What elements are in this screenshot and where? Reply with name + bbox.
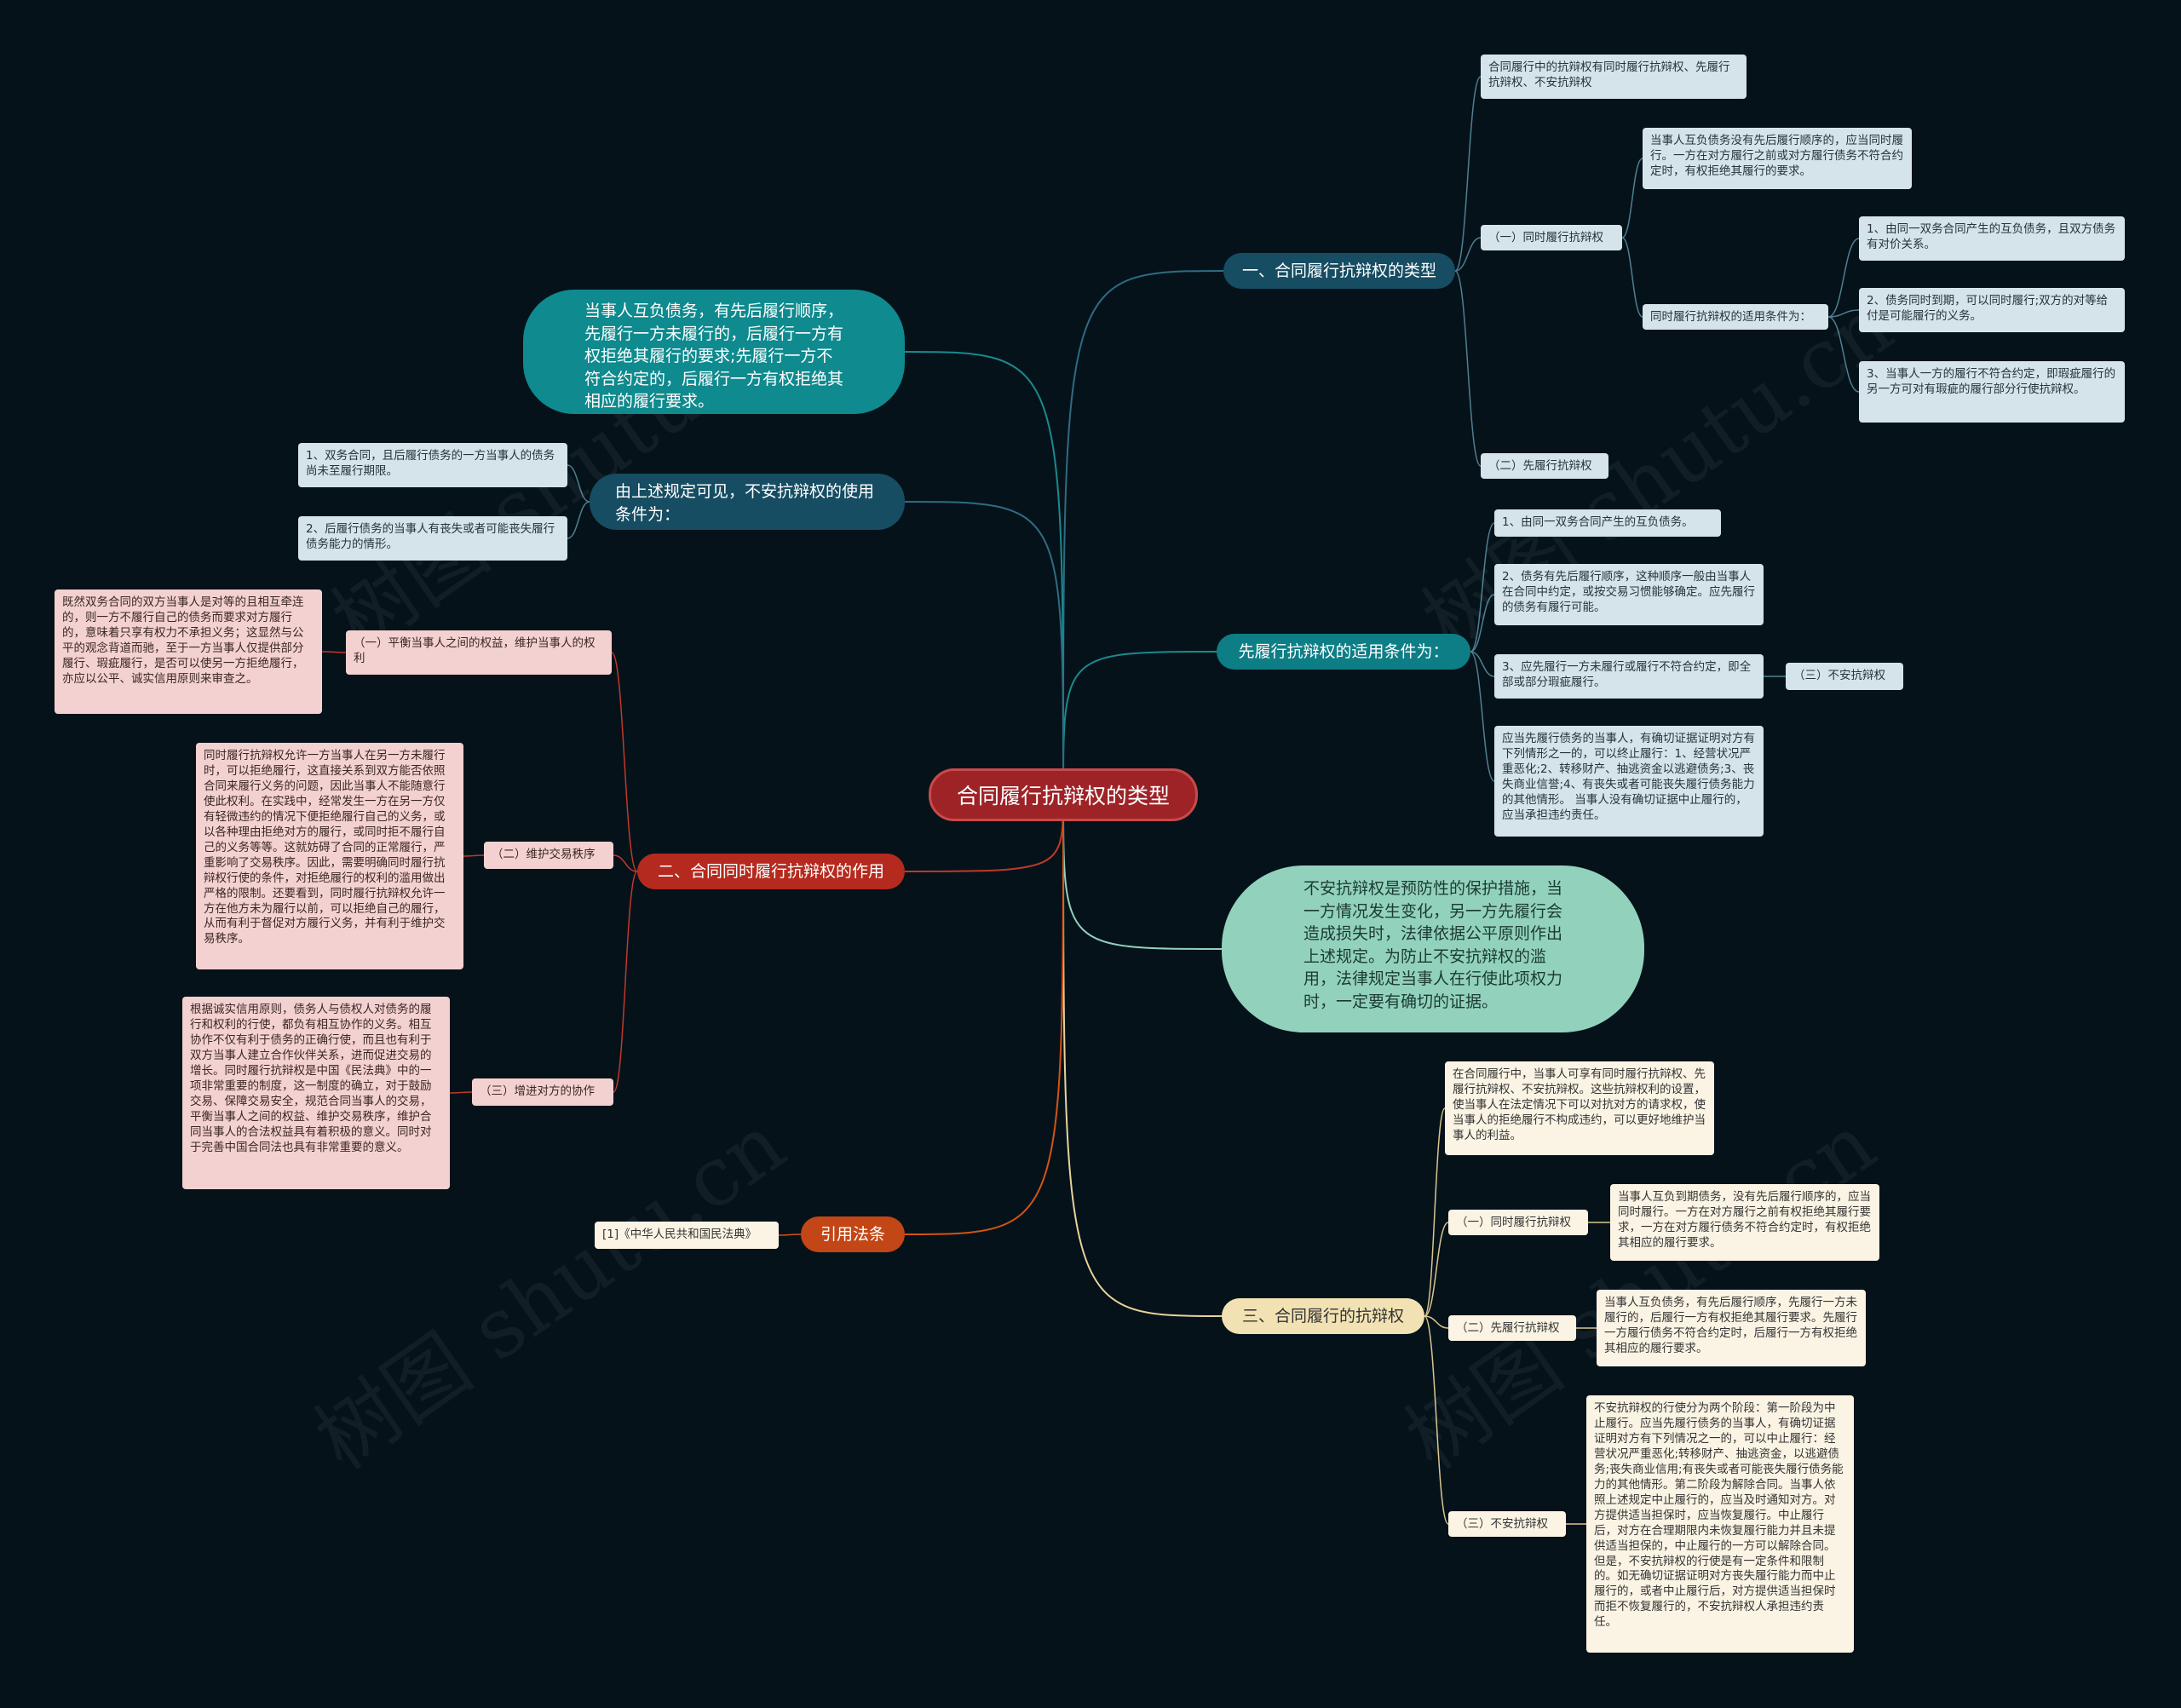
mint-note[interactable]: 不安抗辩权是预防性的保护措施，当一方情况发生变化，另一方先履行会造成损失时，法律… bbox=[1222, 866, 1644, 1032]
connector-line bbox=[1454, 270, 1482, 467]
prior-cond-1[interactable]: 1、由同一双务合同产生的互负债务。 bbox=[1494, 509, 1721, 537]
branch-effect[interactable]: 二、合同同时履行抗辩权的作用 bbox=[637, 854, 905, 889]
connector-line bbox=[1424, 1107, 1446, 1317]
usage-2[interactable]: 2、后履行债务的当事人有丧失或者可能丧失履行债务能力的情形。 bbox=[298, 516, 567, 561]
connector-line bbox=[1062, 270, 1224, 796]
prior-cond-2[interactable]: 2、债务有先后履行顺序，这种顺序一般由当事人在合同中约定，或按交易习惯能够确定。… bbox=[1494, 564, 1764, 625]
three-insecure[interactable]: （三）不安抗辩权 bbox=[1448, 1511, 1566, 1537]
branch-types[interactable]: 一、合同履行抗辩权的类型 bbox=[1223, 253, 1455, 289]
prior-cond-insecure[interactable]: （三）不安抗辩权 bbox=[1786, 663, 1903, 690]
connector-line bbox=[613, 871, 638, 1093]
connector-line bbox=[1470, 594, 1495, 653]
connector-line bbox=[321, 651, 347, 653]
connector-line bbox=[1621, 158, 1643, 239]
connector-line bbox=[1454, 237, 1482, 272]
connector-line bbox=[567, 464, 590, 503]
effect-1[interactable]: （一）平衡当事人之间的权益，维护当事人的权利 bbox=[346, 630, 612, 675]
branch-three[interactable]: 三、合同履行的抗辩权 bbox=[1222, 1298, 1424, 1334]
simul-desc[interactable]: 当事人互负债务没有先后履行顺序的，应当同时履行。一方在对方履行之前或对方履行债务… bbox=[1643, 128, 1912, 189]
connector-line bbox=[778, 1234, 802, 1236]
three-simul-desc[interactable]: 当事人互负到期债务，没有先后履行顺序的，应当同时履行。一方在对方履行之前有权拒绝… bbox=[1610, 1184, 1879, 1261]
cite-item[interactable]: [1]《中华人民共和国民法典》 bbox=[595, 1222, 779, 1249]
connector-line bbox=[904, 501, 1064, 796]
connector-line bbox=[1454, 76, 1482, 272]
simul-cond-2[interactable]: 2、债务同时到期，可以同时履行;双方的对等给付是可能履行的义务。 bbox=[1859, 288, 2125, 332]
prior-cond-3[interactable]: 3、应先履行一方未履行或履行不符合约定，即全部或部分瑕疵履行。 bbox=[1494, 654, 1764, 699]
connector-line bbox=[1621, 237, 1643, 318]
connector-line bbox=[1827, 316, 1860, 393]
branch-prior-cond[interactable]: 先履行抗辩权的适用条件为： bbox=[1217, 634, 1470, 670]
connector-line bbox=[1062, 794, 1223, 1317]
connector-line bbox=[1470, 522, 1495, 653]
simul-cond-3[interactable]: 3、当事人一方的履行不符合约定，即瑕疵履行的另一方可对有瑕疵的履行部分行使抗辩权… bbox=[1859, 361, 2125, 423]
connector-line bbox=[1827, 238, 1860, 318]
connector-line bbox=[611, 652, 638, 872]
branch-cite[interactable]: 引用法条 bbox=[801, 1216, 905, 1252]
three-intro[interactable]: 在合同履行中，当事人可享有同时履行抗辩权、先履行抗辩权、不安抗辩权。这些抗辩权利… bbox=[1445, 1061, 1714, 1155]
teal-note[interactable]: 当事人互负债务，有先后履行顺序，先履行一方未履行的，后履行一方有权拒绝其履行的要… bbox=[523, 290, 905, 414]
connector-line bbox=[463, 854, 485, 857]
three-insecure-desc[interactable]: 不安抗辩权的行使分为两个阶段：第一阶段为中止履行。应当先履行债务的当事人，有确切… bbox=[1586, 1395, 1854, 1653]
connector-line bbox=[1470, 651, 1495, 782]
types-intro[interactable]: 合同履行中的抗辩权有同时履行抗辩权、先履行抗辩权、不安抗辩权 bbox=[1481, 55, 1747, 99]
types-simul[interactable]: （一）同时履行抗辩权 bbox=[1481, 225, 1622, 250]
connector-line bbox=[904, 351, 1064, 796]
types-prior[interactable]: （二）先履行抗辩权 bbox=[1481, 453, 1608, 479]
effect-2[interactable]: （二）维护交易秩序 bbox=[484, 842, 613, 869]
effect-3[interactable]: （三）增进对方的协作 bbox=[472, 1078, 613, 1106]
branch-usage[interactable]: 由上述规定可见，不安抗辩权的使用条件为： bbox=[590, 474, 905, 530]
connector-line bbox=[613, 854, 638, 872]
connector-line bbox=[1424, 1315, 1449, 1329]
usage-1[interactable]: 1、双务合同，且后履行债务的一方当事人的债务尚未至履行期限。 bbox=[298, 443, 567, 487]
connector-line bbox=[567, 501, 590, 539]
three-prior[interactable]: （二）先履行抗辩权 bbox=[1448, 1315, 1576, 1341]
three-simul[interactable]: （一）同时履行抗辩权 bbox=[1448, 1210, 1588, 1235]
simul-cond-label[interactable]: 同时履行抗辩权的适用条件为： bbox=[1643, 304, 1828, 330]
effect-3-desc[interactable]: 根据诚实信用原则，债务人与债权人对债务的履行和权利的行使，都负有相互协作的义务。… bbox=[182, 997, 450, 1189]
connector-line bbox=[1470, 651, 1495, 677]
simul-cond-1[interactable]: 1、由同一双务合同产生的互负债务，且双方债务有对价关系。 bbox=[1859, 216, 2125, 261]
connector-line bbox=[1424, 1315, 1449, 1525]
connector-line bbox=[1827, 309, 1860, 318]
connector-line bbox=[904, 794, 1064, 1235]
connector-line bbox=[449, 1091, 473, 1094]
connector-line bbox=[1424, 1222, 1449, 1317]
effect-1-desc[interactable]: 既然双务合同的双方当事人是对等的且相互牵连的，则一方不履行自己的债务而要求对方履… bbox=[55, 589, 322, 714]
root-topic[interactable]: 合同履行抗辩权的类型 bbox=[929, 768, 1198, 821]
prior-cond-4[interactable]: 应当先履行债务的当事人，有确切证据证明对方有下列情形之一的，可以终止履行：1、经… bbox=[1494, 726, 1764, 837]
three-prior-desc[interactable]: 当事人互负债务，有先后履行顺序，先履行一方未履行的，后履行一方有权拒绝其履行要求… bbox=[1597, 1290, 1866, 1366]
effect-2-desc[interactable]: 同时履行抗辩权允许一方当事人在另一方未履行时，可以拒绝履行，这直接关系到双方能否… bbox=[196, 743, 463, 969]
